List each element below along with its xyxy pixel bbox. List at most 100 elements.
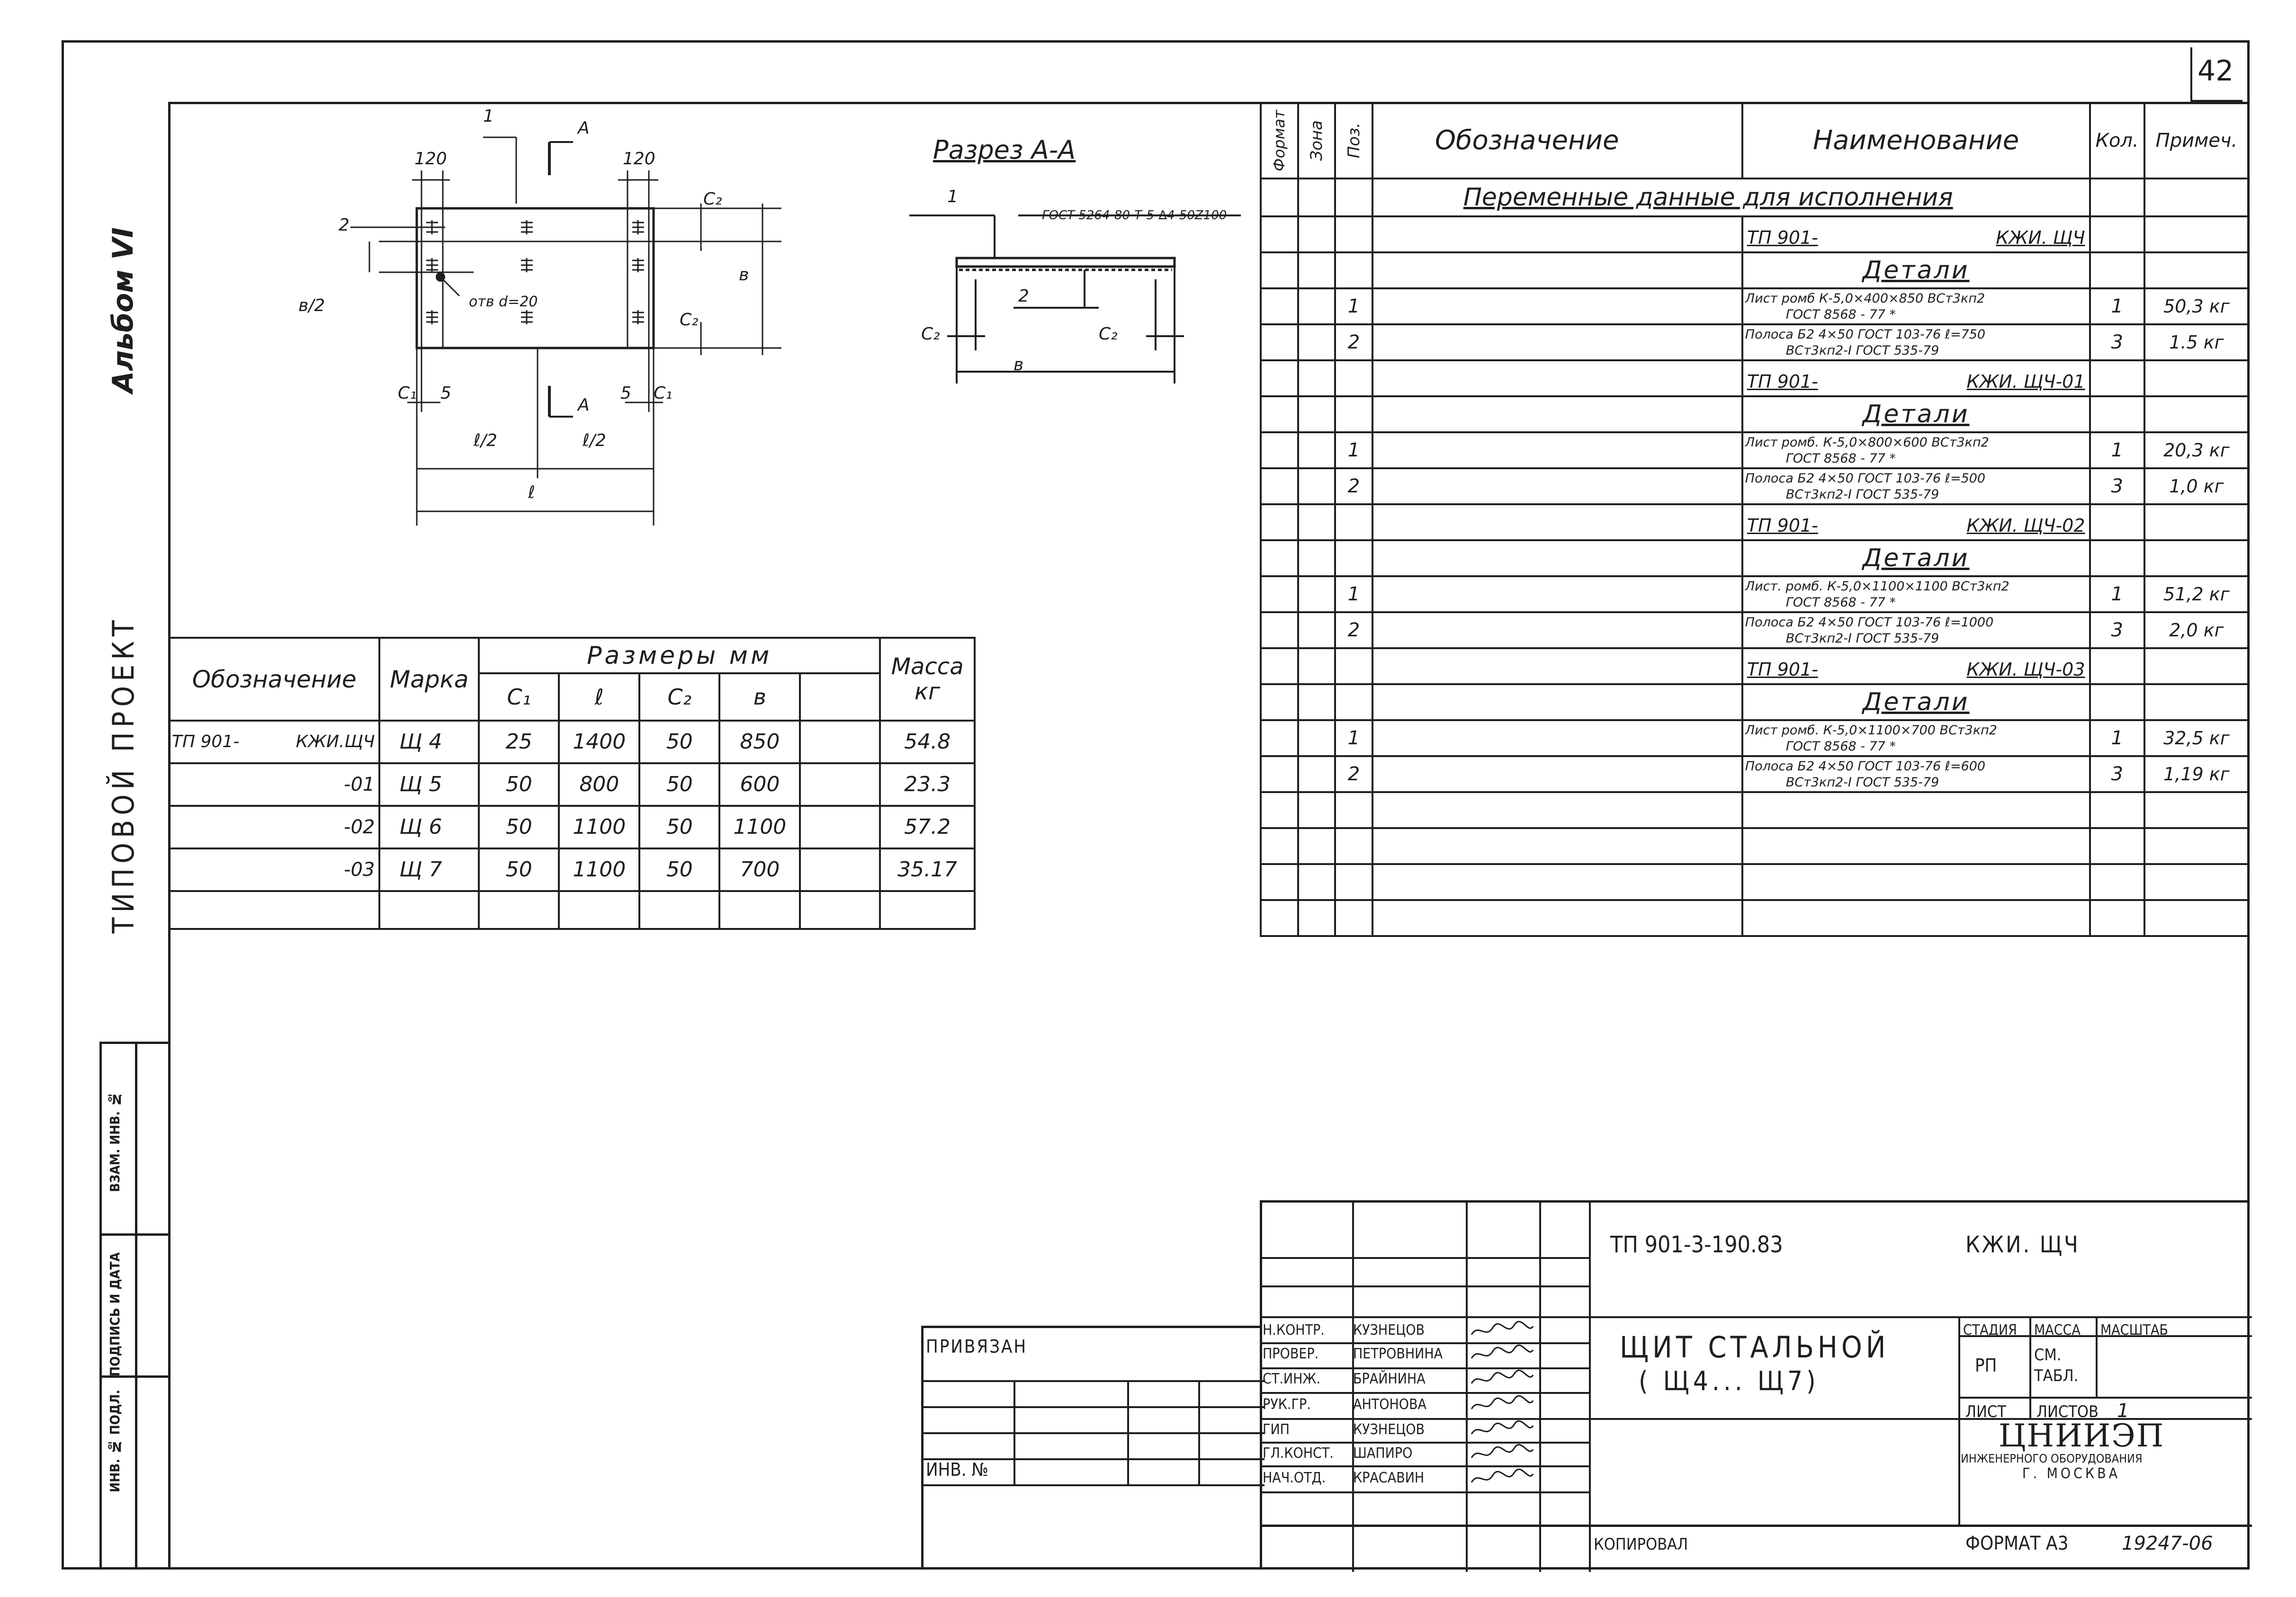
signer-role: Ст.инж. [1263, 1371, 1321, 1387]
spec-section-title: Детали [1741, 395, 2091, 433]
spec-variant-code: КЖИ. ЩЧ-02 [1966, 515, 2085, 536]
plan-dim-120-left: 120 [414, 149, 447, 169]
spec-variant-cell: ТП 901-КЖИ. ЩЧ [1741, 215, 2091, 253]
dims-cell-designation: ТП 901- КЖИ.ЩЧ [168, 720, 381, 764]
dims-mass: 35.17 [879, 848, 976, 892]
signature-scribble [1471, 1395, 1534, 1410]
dims-row: -02 Щ 6 50 1100 50 1100 57.2 [168, 805, 976, 849]
spec-variant-code: КЖИ. ЩЧ-01 [1966, 371, 2085, 392]
dims-des-code: -03 [168, 848, 381, 892]
dims-mass: 57.2 [879, 805, 976, 849]
dims-header-mass: Масса кг [879, 637, 976, 722]
sheet-number-box [2190, 47, 2242, 102]
spec-note [2143, 683, 2250, 721]
dims-mark: Щ 4 [378, 720, 480, 764]
plan-pos-2: 2 [339, 215, 350, 235]
margin-stamp: Инв. № подл. Подпись и дата Взам. инв. № [99, 1042, 170, 1570]
spec-pos [1334, 683, 1373, 721]
signer-name: Кузнецов [1353, 1421, 1425, 1438]
mass-value: см. табл. [2034, 1346, 2079, 1386]
spec-designation [1371, 719, 1743, 757]
dims-c2: 50 [638, 720, 721, 764]
dims-row: -03 Щ 7 50 1100 50 700 35.17 [168, 848, 976, 892]
plan-hole-label: отв d=20 [469, 294, 538, 310]
mass-label: Масса [2034, 1322, 2081, 1338]
dims-header-sizes: Размеры мм [478, 637, 881, 674]
signature-scribble [1471, 1468, 1534, 1483]
spec-qty: 1 [2089, 287, 2145, 325]
spec-variant-prefix: ТП 901- [1747, 371, 1818, 392]
spec-designation [1371, 575, 1743, 613]
spec-variant-cell: ТП 901- КЖИ. ЩЧ-01 [1741, 359, 2091, 397]
dims-c1: 25 [478, 720, 560, 764]
stage-value: РП [1975, 1355, 1997, 1376]
spec-item-name-line1: Полоса Б2 4×50 ГОСТ 103-76 ℓ=1000 [1745, 615, 1994, 630]
spec-qty: 3 [2089, 611, 2145, 649]
inv-label: Инв. № [926, 1459, 989, 1480]
dims-row-empty [168, 890, 976, 930]
spec-item-name-line2: ГОСТ 8568 - 77 * [1785, 307, 1896, 322]
dims-b: 1100 [718, 805, 801, 849]
format-label: Формат А3 [1965, 1533, 2069, 1554]
spec-note: 32,5 кг [2143, 719, 2250, 757]
dims-header-c1: C₁ [478, 672, 560, 722]
spec-designation [1371, 215, 1743, 253]
spec-designation [1371, 539, 1743, 577]
section-pos-2: 2 [1018, 286, 1029, 306]
spec-item-name-line2: ГОСТ 8568 - 77 * [1785, 595, 1896, 610]
dims-des-code: КЖИ.ЩЧ [296, 732, 375, 751]
spec-designation [1371, 503, 1743, 541]
dimensions-table: Обозначение Марка Размеры мм Масса кг C₁… [168, 637, 976, 930]
sheet-label: Лист [1965, 1402, 2006, 1421]
signer-name: Шапиро [1353, 1445, 1413, 1462]
spec-qty: 1 [2089, 431, 2145, 469]
spec-qty [2089, 647, 2145, 685]
signer-name: Антонова [1353, 1396, 1426, 1413]
spec-header-pos: Поз. [1334, 102, 1373, 179]
section-dim-c2-left: C₂ [921, 324, 940, 344]
spec-qty [2089, 395, 2145, 433]
copied-label: Копировал [1594, 1535, 1688, 1554]
signature-scribble [1471, 1420, 1534, 1435]
spec-qty [2089, 215, 2145, 253]
spec-row: Детали [1260, 539, 2250, 577]
spec-designation [1371, 287, 1743, 325]
plan-section-mark-bottom: А [578, 395, 590, 415]
spec-qty [2089, 359, 2145, 397]
spec-pos [1334, 215, 1373, 253]
spec-qty: 3 [2089, 467, 2145, 505]
spec-pos [1334, 359, 1373, 397]
album-label: Альбом VI [107, 227, 140, 393]
doc-mark: КЖИ. ЩЧ [1965, 1231, 2080, 1258]
spec-item-name-line2: ВСт3кп2-I ГОСТ 535-79 [1785, 487, 1939, 502]
spec-row: ТП 901-КЖИ. ЩЧ [1260, 215, 2250, 253]
spec-section-title: Детали [1741, 683, 2091, 721]
spec-section-title: Детали [1741, 251, 2091, 289]
privyazan-label: Привязан [926, 1336, 1028, 1357]
spec-pos [1334, 251, 1373, 289]
signer-row: Гл.конст.Шапиро [1261, 1442, 1573, 1465]
dims-header-designation: Обозначение [168, 637, 381, 722]
dims-l: 1400 [558, 720, 641, 764]
spec-pos: 2 [1334, 467, 1373, 505]
plan-dim-c2-top: C₂ [703, 189, 722, 209]
signer-role: Н.контр. [1263, 1322, 1325, 1338]
spec-item-name-line2: ГОСТ 8568 - 77 * [1785, 739, 1896, 754]
spec-designation [1371, 755, 1743, 793]
spec-note [2143, 647, 2250, 685]
section-dim-b: в [1013, 355, 1024, 375]
spec-variant-prefix: ТП 901- [1747, 659, 1818, 680]
spec-pos [1334, 647, 1373, 685]
spec-variant-prefix: ТП 901- [1747, 227, 1818, 248]
spec-item-name-line2: ВСт3кп2-I ГОСТ 535-79 [1785, 343, 1939, 358]
org-name-line1: инженерного оборудования [1961, 1452, 2143, 1465]
signer-row: Нач.отд.Красавин [1261, 1466, 1573, 1490]
